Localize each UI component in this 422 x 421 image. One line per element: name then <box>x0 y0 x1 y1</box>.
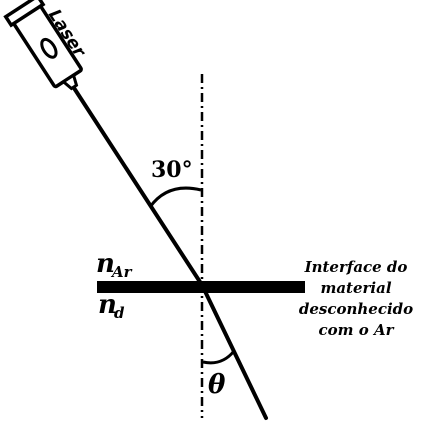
interface-caption-line-2: material <box>320 279 391 297</box>
medium-top-subscript: Ar <box>110 263 133 281</box>
interface-caption-line-3: desconhecido <box>299 300 413 318</box>
refracted-angle-arc <box>202 350 236 365</box>
medium-top-label: n Ar <box>96 249 133 281</box>
medium-bottom-label: n d <box>98 290 125 322</box>
laser-device: Laser <box>3 0 90 91</box>
medium-bottom-symbol: n <box>98 290 117 320</box>
incident-angle-arc <box>148 186 202 208</box>
refracted-angle-label: θ <box>208 370 226 400</box>
laser-cap <box>3 0 46 28</box>
incident-angle-label: 30° <box>151 157 193 183</box>
incident-ray <box>72 86 204 287</box>
medium-bottom-subscript: d <box>114 304 125 322</box>
medium-top-symbol: n <box>96 249 115 279</box>
laser-button-icon <box>40 37 58 59</box>
interface-caption-line-1: Interface do <box>304 258 408 276</box>
laser-nozzle <box>60 72 79 91</box>
interface-caption-line-4: com o Ar <box>319 321 395 339</box>
interface-caption: Interface do material desconhecido com o… <box>299 258 413 339</box>
